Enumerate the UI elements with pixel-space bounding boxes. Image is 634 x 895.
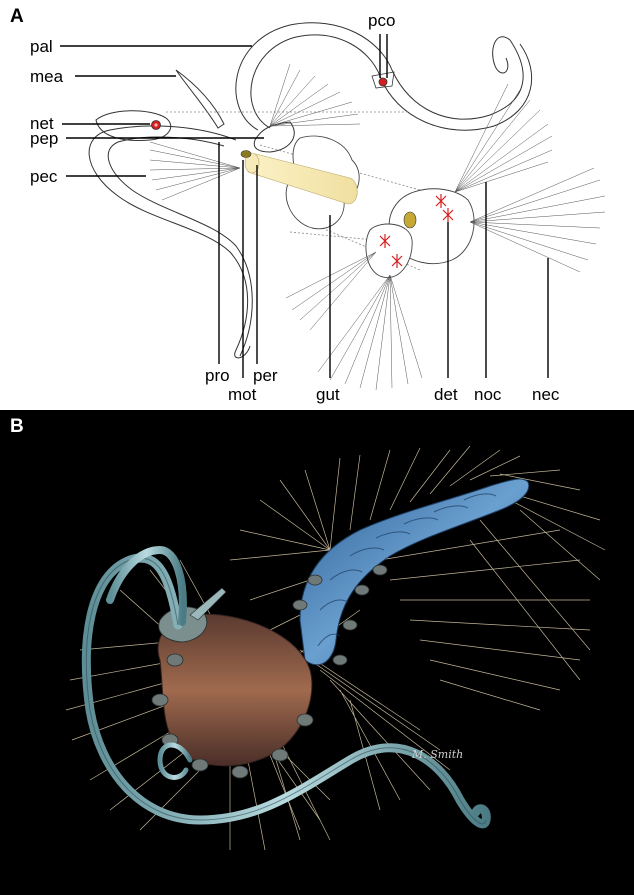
panel-letter-b: B bbox=[10, 416, 24, 438]
chaetae-bristles bbox=[66, 446, 605, 850]
worm-line-drawing: pal mea net pep pec pco pro mot per gut … bbox=[0, 0, 634, 410]
mouth-opening bbox=[241, 151, 251, 158]
label-per: per bbox=[253, 366, 278, 385]
artist-signature: M. Smith bbox=[411, 748, 463, 761]
panel-b-reconstruction: M. Smith B bbox=[0, 410, 634, 895]
label-mot: mot bbox=[228, 385, 257, 404]
label-pal: pal bbox=[30, 37, 53, 56]
label-mea: mea bbox=[30, 67, 64, 86]
label-pco: pco bbox=[368, 11, 395, 30]
worm-body-posterior bbox=[300, 479, 529, 665]
posterior-segment bbox=[366, 189, 474, 278]
label-pep: pep bbox=[30, 129, 58, 148]
posterior-yellow-dot bbox=[404, 212, 416, 228]
label-nec: nec bbox=[532, 385, 560, 404]
palp-outline bbox=[89, 126, 252, 358]
palp-arc bbox=[236, 23, 532, 130]
label-det: det bbox=[434, 385, 458, 404]
label-pro: pro bbox=[205, 366, 230, 385]
label-gut: gut bbox=[316, 385, 340, 404]
median-antenna bbox=[176, 70, 224, 128]
palp-curl bbox=[160, 745, 190, 777]
label-noc: noc bbox=[474, 385, 502, 404]
panel-a-diagram: A bbox=[0, 0, 634, 410]
pco-red-dot bbox=[379, 78, 387, 86]
head-outline bbox=[96, 111, 294, 152]
worm-reconstruction-art: M. Smith bbox=[0, 410, 634, 895]
label-pec: pec bbox=[30, 167, 58, 186]
